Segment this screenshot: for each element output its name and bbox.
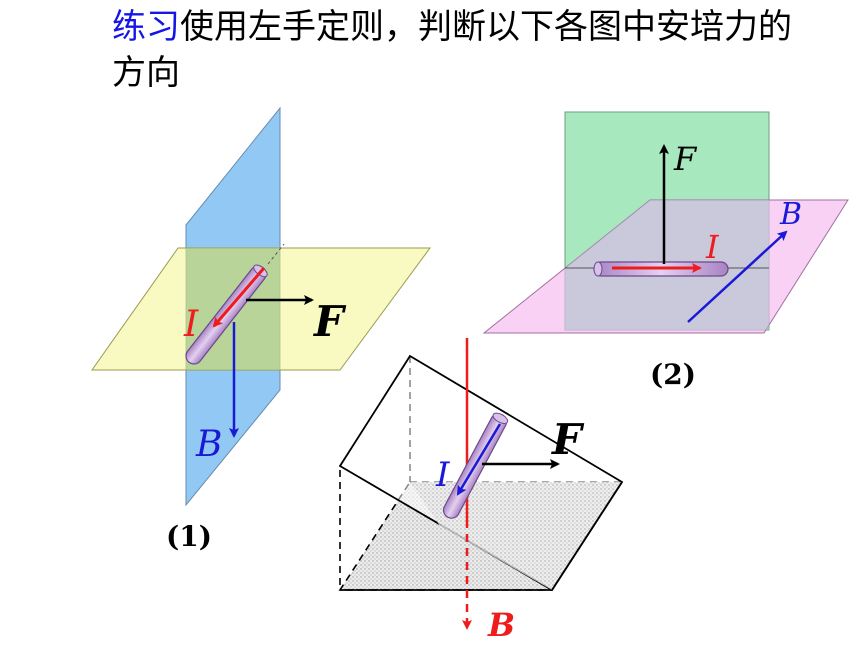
field-label-3: B xyxy=(487,606,515,644)
current-arrow-3 xyxy=(456,423,502,496)
force-label-3: F xyxy=(551,415,585,464)
caption-1: (1) xyxy=(166,520,212,553)
field-label-2: B xyxy=(779,197,802,232)
force-label-1: F xyxy=(313,297,347,346)
figure-3: I F B xyxy=(338,338,624,644)
page-title: 练习使用左手定则，判断以下各图中安培力的方向 xyxy=(112,4,812,96)
field-label-1: B xyxy=(195,424,222,465)
current-label-3: I xyxy=(435,455,450,495)
field-arrow-2 xyxy=(687,230,788,323)
title-keyword: 练习 xyxy=(112,7,180,47)
current-label-2: I xyxy=(705,228,720,266)
caption-2: (2) xyxy=(650,358,696,391)
current-arrow-1 xyxy=(212,267,266,328)
figure-1: I F B (1) xyxy=(91,106,431,553)
figure-2: I F B (2) xyxy=(482,111,849,391)
current-label-1: I xyxy=(183,304,199,345)
force-label-2: F xyxy=(673,140,698,178)
title-text: 使用左手定则，判断以下各图中安培力的方向 xyxy=(112,7,792,93)
